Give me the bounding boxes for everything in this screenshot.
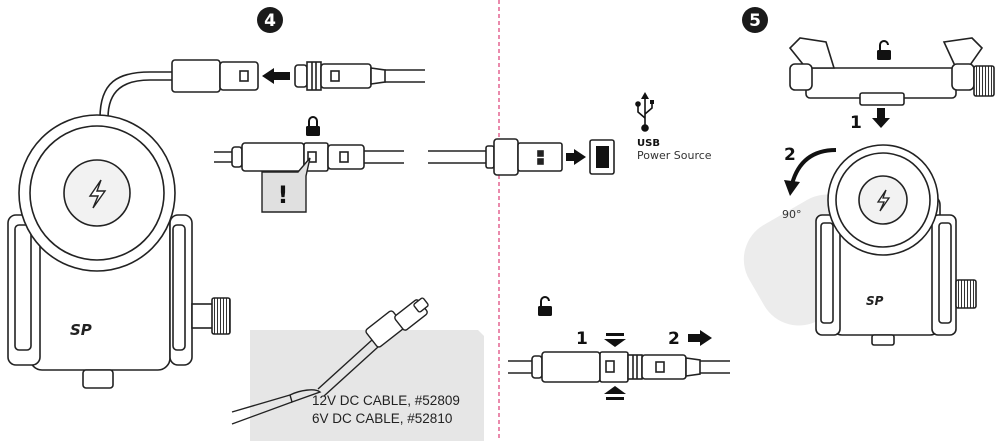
step-4-number: 4 <box>264 11 276 31</box>
clamp-top-view <box>788 37 995 106</box>
press-down-arrow <box>604 333 626 347</box>
mount-step-1-label: 1 <box>850 113 862 133</box>
dc-cable-panel: 12V DC CABLE, #52809 6V DC CABLE, #52810 <box>231 297 484 441</box>
rotate-arrow <box>784 148 837 196</box>
usb-title: USB <box>637 138 660 149</box>
mount-step-2-label: 2 <box>784 145 796 165</box>
insert-right-arrow <box>566 149 586 165</box>
pull-right-arrow <box>688 330 712 346</box>
slide-down-arrow <box>872 108 890 128</box>
unlock-step-2-label: 2 <box>668 329 680 349</box>
step-5-badge: 5 <box>742 7 768 33</box>
unlock-icon-bottom <box>538 296 552 316</box>
step-5-number: 5 <box>749 11 761 31</box>
usb-subtitle: Power Source <box>637 149 712 162</box>
lock-icon-top <box>306 116 320 136</box>
usb-icon <box>635 92 654 132</box>
push-left-arrow <box>262 68 290 84</box>
locked-connector <box>214 142 404 172</box>
dc-cable-6v-label: 6V DC CABLE, #52810 <box>312 411 452 426</box>
dc-cable-12v-label: 12V DC CABLE, #52809 <box>312 393 460 408</box>
unlock-icon-top <box>877 40 891 60</box>
warning-callout: ! <box>261 157 311 213</box>
charger-device <box>7 71 231 389</box>
unlocked-connector <box>508 351 730 383</box>
warning-icon: ! <box>278 181 289 209</box>
usb-port <box>589 139 615 175</box>
charger-device-mounted <box>815 144 977 346</box>
step-4-badge: 4 <box>257 7 283 33</box>
rotation-angle-label: 90° <box>782 208 802 221</box>
usb-cable <box>428 138 563 176</box>
press-up-arrow <box>604 386 626 400</box>
brand-logo-left: SP <box>70 321 92 339</box>
top-plug <box>294 61 425 91</box>
unlock-step-1-label: 1 <box>576 329 588 349</box>
top-connector <box>171 59 259 93</box>
brand-logo-right: SP <box>866 294 884 308</box>
